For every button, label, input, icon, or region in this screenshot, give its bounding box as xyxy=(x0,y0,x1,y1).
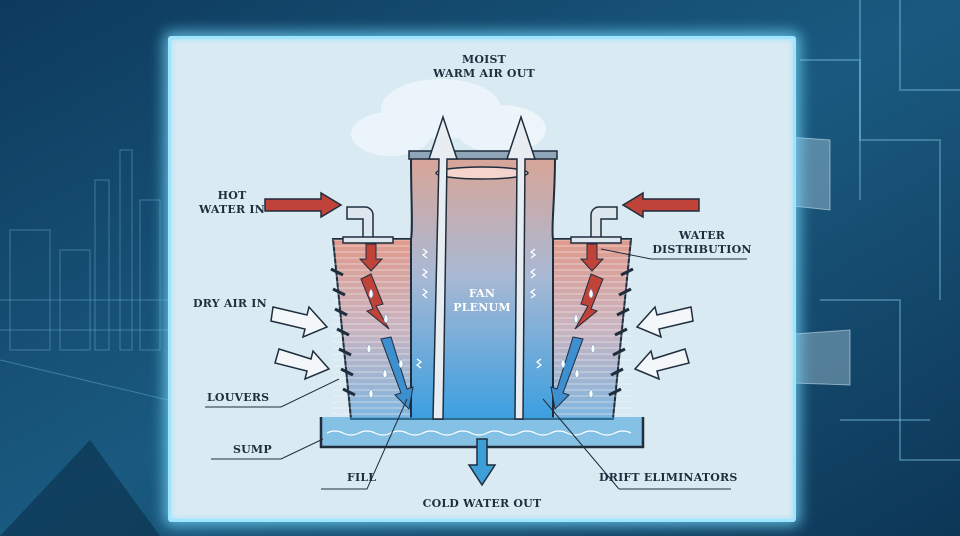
water-surface xyxy=(326,430,632,436)
label-water-distribution: WATER DISTRIBUTION xyxy=(652,229,752,256)
diagram-panel: MOIST WARM AIR OUT HOT WATER IN WATER DI… xyxy=(168,36,796,522)
fan-icon xyxy=(435,166,529,180)
label-cold-water-out: COLD WATER OUT xyxy=(422,497,542,510)
label-louvers: LOUVERS xyxy=(207,391,270,404)
arrow-icon xyxy=(264,191,700,219)
cold-arrows xyxy=(380,336,584,411)
label-fan-plenum: FAN PLENUM xyxy=(453,287,511,314)
louvers-left xyxy=(330,267,356,397)
label-dry-air-in: DRY AIR IN xyxy=(193,297,267,310)
air-out-arrows xyxy=(427,114,537,420)
label-sump: SUMP xyxy=(233,443,272,456)
factory-silhouette xyxy=(0,149,169,401)
cooling-tower-diagram xyxy=(205,79,747,490)
distribution-arrows xyxy=(358,243,605,330)
label-hot-water-in: HOT WATER IN xyxy=(199,189,265,216)
cold-water-out-arrow xyxy=(467,438,497,487)
droplet-icon xyxy=(366,288,596,399)
drift-eliminators xyxy=(415,248,543,369)
pipe-icon xyxy=(342,206,622,244)
stack-cap xyxy=(408,150,558,160)
label-moist-warm-air-out: MOIST WARM AIR OUT xyxy=(433,53,535,80)
label-drift-eliminators: DRIFT ELIMINATORS xyxy=(599,471,738,484)
louvers-right xyxy=(608,267,634,397)
pipes-right xyxy=(800,0,960,461)
leader-lines xyxy=(205,248,747,490)
label-fill: FILL xyxy=(347,471,377,484)
dry-air-arrows xyxy=(270,305,694,381)
